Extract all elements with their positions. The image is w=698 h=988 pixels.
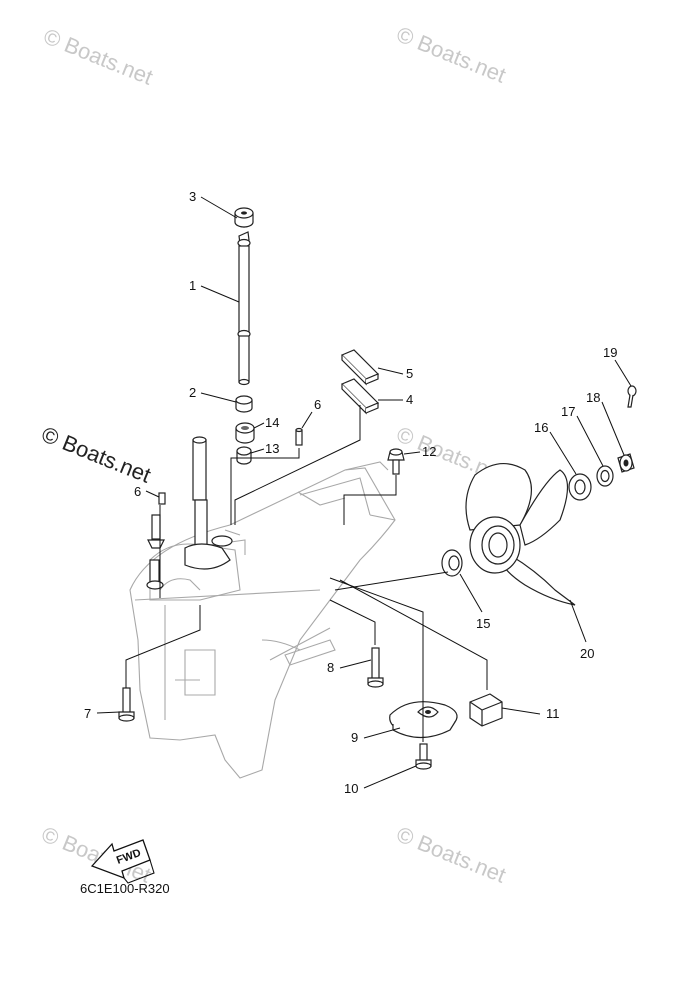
drive-shaft-upper bbox=[192, 439, 207, 501]
housing-fittings bbox=[146, 492, 166, 590]
part-17-washer bbox=[596, 465, 614, 487]
part-11-anode bbox=[469, 693, 503, 727]
watermark-mid-left: © Boats.net bbox=[38, 421, 154, 487]
part-10-bolt bbox=[415, 743, 432, 770]
part-2-seal bbox=[235, 395, 253, 413]
callout-11: 11 bbox=[546, 706, 560, 721]
callout-7: 7 bbox=[84, 706, 91, 721]
callouts: 3 1 2 6 14 13 5 4 12 6 7 8 9 10 11 15 20 bbox=[84, 189, 632, 796]
pin-6-left bbox=[158, 492, 166, 505]
reference-lines bbox=[125, 405, 488, 742]
callout-2: 2 bbox=[189, 385, 196, 400]
part-15-washer bbox=[441, 549, 463, 577]
part-14-grommet bbox=[235, 422, 255, 444]
callout-13: 13 bbox=[265, 441, 279, 456]
callout-18: 18 bbox=[586, 390, 600, 405]
part-6-dowel-pin bbox=[295, 427, 303, 446]
watermark-top-right: © Boats.net bbox=[393, 21, 509, 87]
callout-5: 5 bbox=[406, 366, 413, 381]
diagram-code: 6C1E100-R320 bbox=[80, 881, 170, 896]
callout-15: 15 bbox=[476, 616, 490, 631]
callout-4: 4 bbox=[406, 392, 413, 407]
drive-shaft-top bbox=[192, 436, 207, 444]
part-19-cotter-pin bbox=[627, 385, 637, 408]
part-20-propeller bbox=[465, 463, 576, 606]
callout-19: 19 bbox=[603, 345, 617, 360]
callout-1: 1 bbox=[189, 278, 196, 293]
callout-12: 12 bbox=[422, 444, 436, 459]
fwd-arrow-icon: FWD bbox=[90, 839, 155, 884]
part-1-water-tube bbox=[237, 231, 251, 386]
callout-3: 3 bbox=[189, 189, 196, 204]
callout-14: 14 bbox=[265, 415, 279, 430]
callout-8: 8 bbox=[327, 660, 334, 675]
callout-17: 17 bbox=[561, 404, 575, 419]
watermark-bottom-right: © Boats.net bbox=[393, 821, 509, 887]
drive-shaft bbox=[184, 436, 233, 570]
part-8-bolt bbox=[367, 647, 384, 688]
callout-9: 9 bbox=[351, 730, 358, 745]
callout-6: 6 bbox=[314, 397, 321, 412]
watermark-top-left: © Boats.net bbox=[40, 23, 156, 89]
part-5-seal bbox=[340, 349, 380, 386]
callout-20: 20 bbox=[580, 646, 594, 661]
part-16-spacer bbox=[568, 473, 592, 501]
part-3-grommet bbox=[234, 207, 254, 228]
callout-10: 10 bbox=[344, 781, 358, 796]
part-12-bolt bbox=[387, 448, 405, 475]
part-13-collar bbox=[236, 446, 252, 465]
part-18-nut bbox=[617, 453, 635, 473]
callout-6-left: 6 bbox=[134, 484, 141, 499]
part-7-bolt bbox=[118, 687, 135, 722]
callout-16: 16 bbox=[534, 420, 548, 435]
lower-unit-housing bbox=[129, 461, 396, 779]
